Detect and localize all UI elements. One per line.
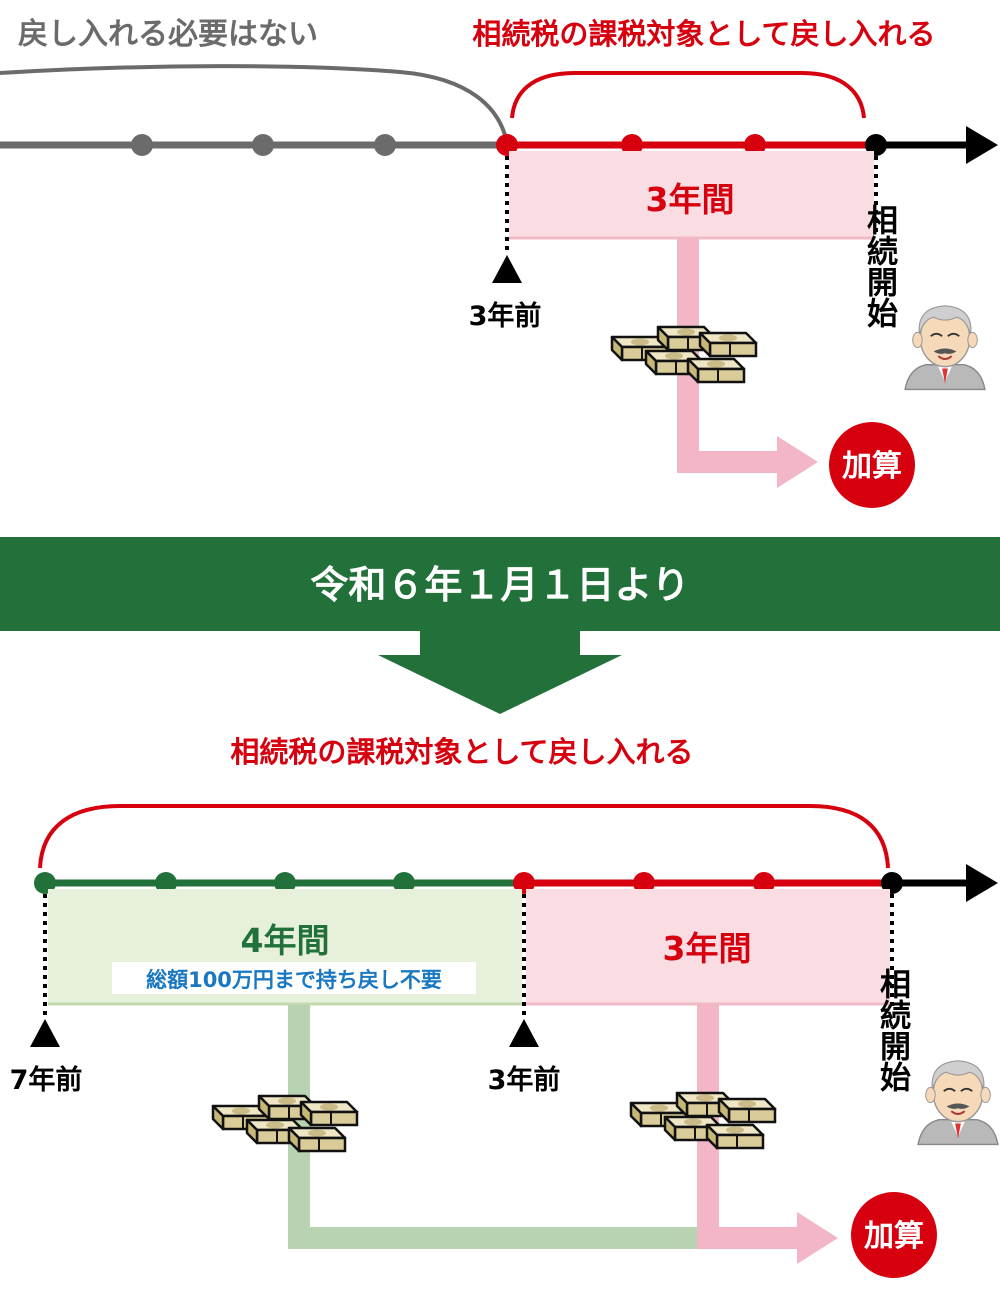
elderly-man-icon xyxy=(917,1059,999,1146)
bottom-pink-arrowhead-icon xyxy=(797,1212,838,1264)
bottom-marker-mid-label: 3年前 xyxy=(488,1064,561,1096)
bottom-add-badge xyxy=(851,1192,937,1278)
top-gray-arc xyxy=(0,64,509,144)
bottom-add-label: 加算 xyxy=(864,1219,924,1254)
money-bundles-icon xyxy=(612,327,756,382)
bottom-dot xyxy=(393,872,415,894)
top-dot xyxy=(374,134,396,156)
money-bundles-icon xyxy=(213,1096,357,1151)
down-arrow-icon xyxy=(378,631,622,714)
bottom-red-period-box xyxy=(526,889,890,1003)
top-dot-3-years-before xyxy=(496,134,518,156)
triangle-marker-icon xyxy=(492,255,522,283)
bottom-dot xyxy=(274,872,296,894)
bottom-red-arc xyxy=(38,804,890,869)
top-period-box xyxy=(509,151,874,237)
top-period-label: 3年間 xyxy=(646,180,735,219)
top-arrowhead-icon xyxy=(966,126,998,164)
top-dot xyxy=(131,134,153,156)
bottom-pink-arrow-horizontal xyxy=(697,1227,797,1249)
triangle-marker-icon xyxy=(30,1019,60,1047)
date-banner xyxy=(0,537,1000,631)
top-pink-arrow-horizontal xyxy=(677,451,777,473)
top-pink-arrowhead-icon xyxy=(777,436,818,488)
bottom-green-note-box xyxy=(112,962,476,994)
bottom-dot xyxy=(753,872,775,894)
top-start-label: 相続開始 xyxy=(861,204,898,328)
top-dot-inheritance-start xyxy=(865,134,887,156)
bottom-green-period-label: 4年間 xyxy=(241,921,330,960)
top-dot xyxy=(744,134,766,156)
bottom-start-label: 相続開始 xyxy=(874,968,911,1092)
money-bundles-icon xyxy=(631,1093,775,1148)
top-dot xyxy=(252,134,274,156)
bottom-arrowhead-icon xyxy=(966,864,998,902)
top-gray-caption: 戻し入れる必要はない xyxy=(18,17,318,52)
bottom-marker-left-label: 7年前 xyxy=(10,1064,83,1096)
bottom-dot xyxy=(155,872,177,894)
bottom-green-period-note: 総額100万円まで持ち戻し不要 xyxy=(146,968,442,992)
bottom-red-period-label: 3年間 xyxy=(663,929,752,968)
bottom-green-arrow-horizontal xyxy=(288,1227,698,1249)
top-marker-label: 3年前 xyxy=(469,300,542,332)
bottom-dot-inheritance-start xyxy=(881,872,903,894)
bottom-dot-7-years-before xyxy=(34,872,56,894)
top-add-badge xyxy=(829,422,915,508)
elderly-man-icon xyxy=(904,304,986,391)
top-red-arc xyxy=(510,71,866,119)
date-banner-text: 令和６年１月１日より xyxy=(310,563,689,607)
top-add-label: 加算 xyxy=(842,449,902,484)
bottom-dot-3-years-before xyxy=(513,872,535,894)
bottom-dot xyxy=(633,872,655,894)
top-red-caption: 相続税の課税対象として戻し入れる xyxy=(472,17,935,51)
top-dot xyxy=(621,134,643,156)
triangle-marker-icon xyxy=(509,1019,539,1047)
bottom-red-caption: 相続税の課税対象として戻し入れる xyxy=(230,735,693,769)
